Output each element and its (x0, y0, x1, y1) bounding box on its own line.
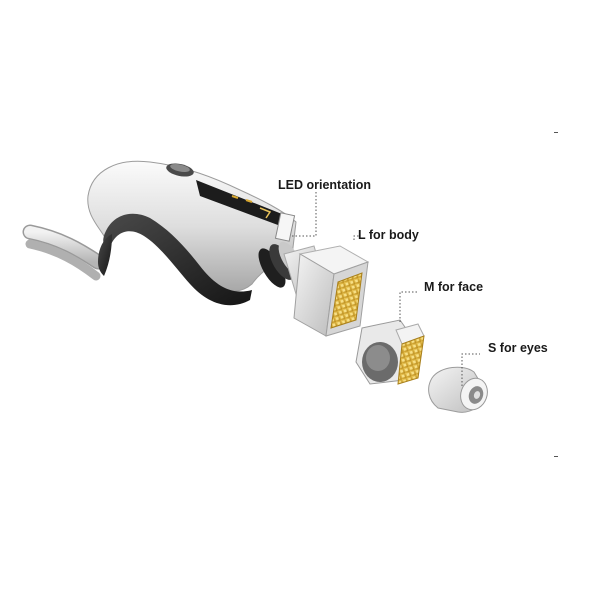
small-cartridge (428, 366, 488, 413)
label-large-body: L for body (358, 228, 419, 242)
label-led-orientation: LED orientation (278, 178, 372, 192)
label-medium-face: M for face (424, 280, 484, 294)
edge-mark (554, 456, 558, 457)
large-cartridge (293, 245, 370, 337)
edge-mark (554, 132, 558, 133)
leader-lines (292, 192, 480, 386)
label-small-eyes: S for eyes (488, 341, 548, 355)
cable (22, 224, 106, 281)
medium-cartridge (355, 319, 425, 385)
